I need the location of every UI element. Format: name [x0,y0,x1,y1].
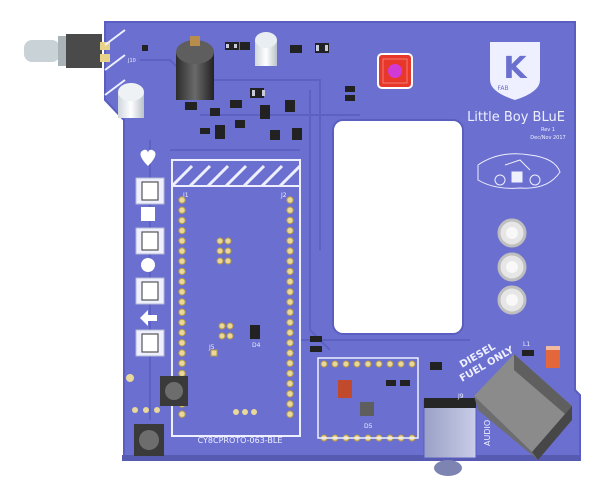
square-icon [141,207,155,221]
header-pin [178,216,186,225]
header-pin [178,298,186,306]
header-pin [331,360,339,368]
board-revision: Rev 1 [541,127,555,133]
header-pin [286,308,294,316]
header-pin [408,360,416,368]
header-pin [286,226,294,235]
ref-j5: J5 [208,344,215,351]
diode-d4 [250,325,260,339]
header-pin [286,400,294,408]
diode-l1 [546,346,560,368]
photodiode [118,83,144,118]
board-cutout [332,119,464,335]
buzzer [255,32,277,66]
header-pin [286,298,294,306]
header-pin [178,267,186,276]
header-pin [286,237,294,245]
smd-pads [226,44,328,96]
header-pin [286,349,294,357]
header-pin [286,328,294,337]
button-column [135,177,165,357]
brand-letter: K [503,51,528,86]
ref-d5: D5 [364,423,373,430]
header-pin [178,206,186,214]
header-pin [178,237,186,245]
barrel-connector [474,354,572,460]
tactile-switch-2 [134,424,164,456]
header-pin [353,360,361,368]
header-pin [320,360,328,368]
diode-band [546,346,560,350]
header-pin [178,369,186,378]
header-pin [286,410,294,418]
ir-led [24,34,110,68]
header-pin [286,257,294,265]
brand-logo: K FAB [490,42,540,100]
arrow-left-icon [140,310,157,326]
header-pin [286,288,294,296]
silk-hatch-left [104,29,126,96]
module-footprint [170,159,302,437]
mounting-holes [497,218,527,315]
brand-subtext: FAB [497,85,508,92]
board-edge [122,455,580,461]
smd-components [142,42,534,386]
header-pin [386,360,394,368]
header-pin [178,257,186,265]
audio-label: AUDIO [483,420,492,446]
header-pin [178,339,186,347]
module-label: CY8CPROTO-063-BLE [198,436,283,445]
header-pin [178,288,186,296]
header-pin [286,267,294,276]
header-pin [286,359,294,367]
header-j2-pins [286,196,294,418]
header-pin [178,349,186,357]
board-title: Little Boy BLuE [467,110,565,125]
ref-j2: J2 [280,192,287,199]
ref-j10: J10 [127,58,136,64]
ic-d5 [360,402,374,416]
header-pin [178,196,186,204]
tantalum-capacitor [338,380,352,398]
header-pin [178,226,186,235]
circle-icon [141,258,155,272]
header-pin [286,206,294,214]
ref-d4: D4 [252,342,261,349]
ref-j1: J1 [182,192,189,199]
header-pin [286,369,294,378]
audio-jack [423,398,477,476]
header-pin [178,277,186,286]
header-pin [342,360,350,368]
header-pin [178,410,186,418]
header-pin [286,318,294,327]
header-pin [286,196,294,204]
car-illustration [477,153,561,189]
header-pin [286,379,294,388]
rgb-led [377,53,413,89]
board-date: Dec/Nov 2017 [530,135,565,141]
header-pin [286,277,294,286]
header-pin [375,360,383,368]
header-pin [286,247,294,255]
header-pin [178,308,186,316]
header-pin [364,360,372,368]
connector-footprint [317,357,419,439]
header-pin [178,359,186,367]
header-pin [178,247,186,255]
header-pin [286,339,294,347]
electrolytic-capacitor [176,36,214,100]
header-pin [178,318,186,327]
header-pin [397,360,405,368]
header-pin [286,216,294,225]
heart-icon [140,149,156,166]
header-pin [178,328,186,337]
switch-legs [126,374,257,415]
header-pin [286,390,294,398]
ref-j9: J9 [457,393,464,400]
ref-l1: L1 [523,341,530,348]
test-pads [210,237,234,357]
tactile-switch-1 [160,376,188,406]
